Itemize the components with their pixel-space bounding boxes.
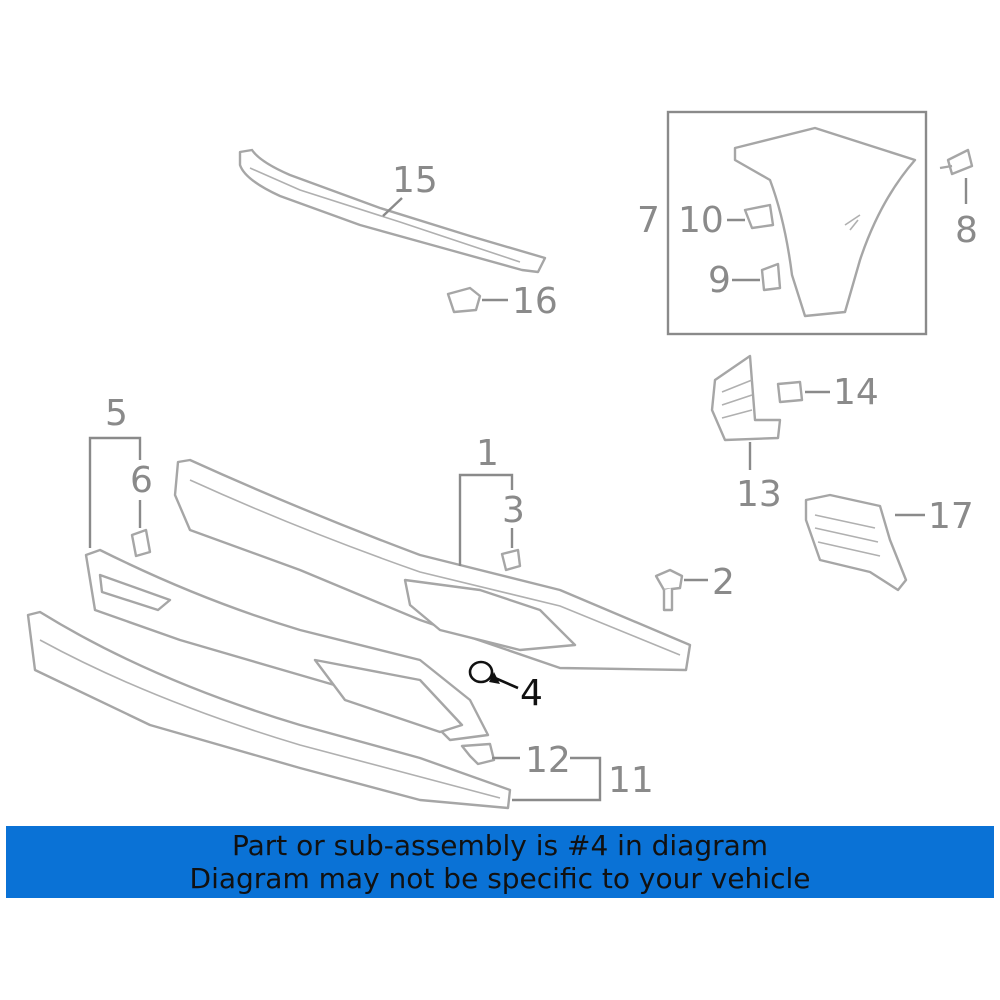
- callout-3[interactable]: 3: [502, 490, 525, 531]
- leader-15: [382, 197, 403, 217]
- callout-7[interactable]: 7: [637, 200, 660, 241]
- part-13-bracket: [710, 354, 782, 442]
- callout-10[interactable]: 10: [678, 200, 724, 241]
- leader-4-arrowhead: [489, 672, 500, 684]
- part-17-bezel: [804, 493, 908, 592]
- callout-4[interactable]: 4: [520, 673, 543, 714]
- part-5-lower-fascia: [84, 548, 490, 742]
- leader-4: [494, 676, 519, 690]
- part-7-cover: [733, 126, 917, 318]
- banner-line-2: Diagram may not be specific to your vehi…: [189, 862, 811, 895]
- callout-17[interactable]: 17: [928, 496, 974, 537]
- callout-14[interactable]: 14: [833, 372, 879, 413]
- part-10-clip: [743, 203, 775, 230]
- part-12-bracket: [460, 742, 496, 766]
- part-1-bumper-cover: [173, 458, 692, 672]
- callout-15[interactable]: 15: [392, 160, 438, 201]
- part-6-clip: [130, 528, 152, 558]
- callout-8[interactable]: 8: [955, 210, 978, 251]
- callout-5[interactable]: 5: [105, 393, 128, 434]
- info-banner: Part or sub-assembly is #4 in diagram Di…: [6, 826, 994, 898]
- part-2-bolt: [654, 568, 684, 612]
- banner-line-1: Part or sub-assembly is #4 in diagram: [231, 829, 769, 862]
- leader-11: [512, 756, 602, 802]
- callout-1[interactable]: 1: [476, 433, 499, 474]
- callout-13[interactable]: 13: [736, 474, 782, 515]
- part-15-deflector: [238, 148, 547, 274]
- leader-1: [458, 473, 514, 566]
- leader-5: [88, 436, 142, 548]
- callout-6[interactable]: 6: [130, 460, 153, 501]
- part-4-grommet[interactable]: [468, 660, 494, 684]
- callout-9[interactable]: 9: [708, 260, 731, 301]
- callout-12[interactable]: 12: [525, 740, 571, 781]
- part-8-push-pin: [939, 148, 974, 176]
- part-14-clip: [776, 380, 804, 404]
- callout-2[interactable]: 2: [712, 562, 735, 603]
- part-11-skid-plate: [26, 610, 512, 810]
- parts-diagram: 15 16 7 10 9 8 14 13 17 1: [26, 110, 978, 810]
- part-3-nut: [500, 548, 522, 572]
- callout-11[interactable]: 11: [608, 760, 654, 801]
- part-16-clip: [446, 286, 482, 314]
- callout-16[interactable]: 16: [512, 281, 558, 322]
- part-9-clip: [760, 262, 782, 292]
- part-7-assembly-box: [666, 110, 928, 336]
